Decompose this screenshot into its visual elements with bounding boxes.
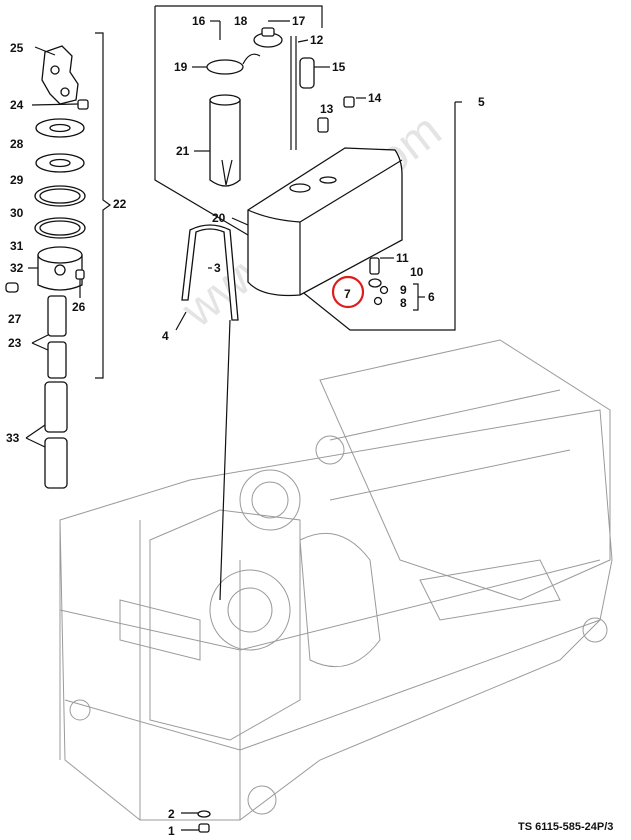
- part-25-bracket: [41, 45, 79, 105]
- part-33-sleeve: [44, 381, 68, 489]
- callout-30: 30: [10, 206, 24, 220]
- callout-26: 26: [72, 300, 86, 314]
- part-1-nut: [198, 823, 210, 833]
- part-27-screw: [5, 282, 19, 293]
- callout-29: 29: [10, 173, 24, 187]
- part-11-fitting: [369, 257, 380, 275]
- callout-28: 28: [10, 137, 24, 151]
- callout-27: 27: [8, 312, 22, 326]
- part-24-nut: [77, 99, 89, 110]
- figure-id: TS 6115-585-24P/3: [518, 821, 613, 833]
- callout-19: 19: [174, 60, 188, 74]
- callout-24: 24: [10, 98, 24, 112]
- callout-17: 17: [292, 14, 306, 28]
- callout-5: 5: [478, 95, 485, 109]
- part-32-mount: [37, 246, 83, 291]
- callout-4: 4: [162, 329, 169, 343]
- part-10-fitting: [368, 278, 382, 288]
- callout-20: 20: [212, 211, 226, 225]
- callout-16: 16: [192, 14, 206, 28]
- callout-18: 18: [234, 14, 248, 28]
- callout-12: 12: [310, 33, 324, 47]
- part-26-nut: [75, 269, 85, 280]
- part-18-cap: [253, 27, 283, 48]
- callout-11: 11: [396, 251, 409, 265]
- callout-3: 3: [214, 261, 221, 275]
- callout-25: 25: [10, 41, 24, 55]
- group-box-5: [154, 5, 456, 331]
- callout-9: 9: [400, 283, 407, 297]
- callout-15: 15: [332, 60, 346, 74]
- part-15-fitting: [299, 57, 315, 89]
- callout-1: 1: [168, 824, 175, 838]
- part-23-sleeve: [47, 295, 67, 379]
- callout-31: 31: [10, 239, 24, 253]
- callout-14: 14: [368, 91, 382, 105]
- part-13-fitting: [317, 117, 329, 133]
- generator-set-illustration: [59, 339, 613, 821]
- callout-33: 33: [6, 431, 20, 445]
- callout-7: 7: [344, 287, 351, 301]
- part-9-fitting: [379, 285, 389, 295]
- callout-13: 13: [320, 102, 334, 116]
- callout-22: 22: [113, 197, 127, 211]
- highlight-ring: [331, 275, 365, 309]
- callout-6: 6: [428, 290, 435, 304]
- bracket-22: [95, 32, 112, 379]
- callout-10: 10: [410, 265, 424, 279]
- part-30-ring: [34, 185, 86, 207]
- part-8-fitting: [373, 296, 383, 306]
- callout-21: 21: [176, 144, 190, 158]
- part-31-ring: [34, 217, 86, 239]
- part-29-washer: [35, 153, 85, 173]
- part-21-filler-neck: [209, 94, 241, 187]
- callout-2: 2: [168, 807, 175, 821]
- part-3-strap: [181, 224, 239, 321]
- part-2-washer: [197, 810, 211, 818]
- callout-32: 32: [10, 261, 24, 275]
- part-19-cap: [206, 53, 261, 75]
- part-28-washer: [35, 118, 85, 138]
- callout-8: 8: [400, 296, 407, 310]
- callout-23: 23: [8, 336, 22, 350]
- part-14-fitting: [343, 96, 355, 108]
- part-20-fuel-tank: [247, 147, 403, 297]
